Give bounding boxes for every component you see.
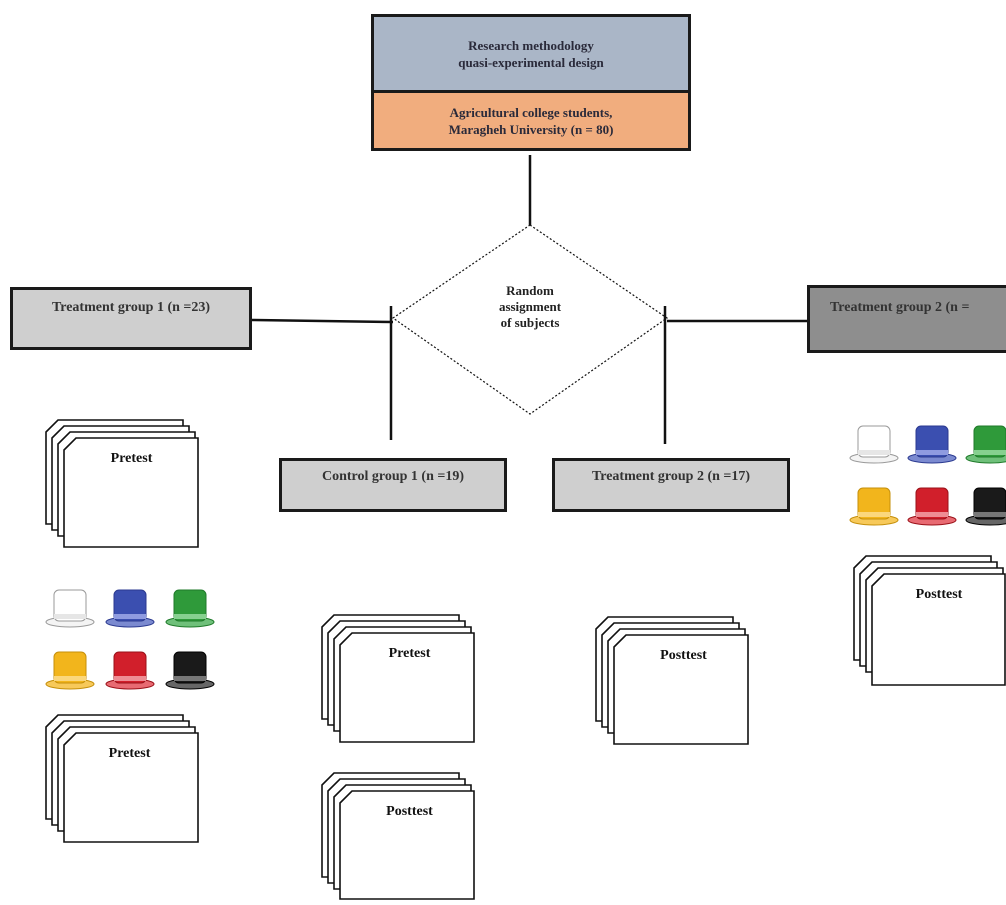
- posttest-stack-control: Posttest: [320, 771, 475, 900]
- white-hat-icon: [849, 425, 899, 464]
- posttest-stack-right: Posttest: [852, 554, 1006, 686]
- methodology-box: Research methodology quasi-experimental …: [371, 14, 691, 151]
- green-hat-icon: [165, 589, 215, 628]
- posttest-label: Posttest: [386, 804, 433, 819]
- pretest-stack-left-bottom: Pretest: [44, 713, 199, 844]
- decision-line3: of subjects: [500, 315, 560, 330]
- document-stack-icon: [45, 714, 199, 843]
- random-assignment-diamond: [391, 224, 669, 415]
- pretest-label: Pretest: [108, 746, 151, 761]
- control-group-1-box: Control group 1 (n =19): [279, 458, 507, 512]
- red-hat-icon: [105, 651, 155, 690]
- black-hat-icon: [165, 651, 215, 690]
- population-line2: Maragheh University (n = 80): [448, 121, 614, 137]
- treatment-group-2-box-mid: Treatment group 2 (n =17): [552, 458, 790, 512]
- decision-label: Random assignment of subjects: [460, 283, 600, 331]
- treatment-group-1-label: Treatment group 1 (n =23): [51, 300, 211, 315]
- six-hats-right: [849, 425, 1006, 526]
- blue-hat-icon: [907, 425, 957, 464]
- treatment-group-1-box: Treatment group 1 (n =23): [10, 287, 252, 350]
- pretest-label: Pretest: [110, 451, 153, 466]
- pretest-stack-control: Pretest: [320, 613, 475, 744]
- treatment-group-2-box-top: Treatment group 2 (n =: [807, 285, 1006, 353]
- posttest-label: Posttest: [660, 648, 707, 663]
- white-hat-icon: [45, 589, 95, 628]
- decision-line1: Random: [506, 283, 554, 298]
- posttest-label: Posttest: [915, 587, 963, 602]
- six-hats-left: [45, 589, 215, 690]
- methodology-section: Research methodology quasi-experimental …: [374, 17, 688, 93]
- left-connector: [251, 318, 394, 324]
- yellow-hat-icon: [849, 487, 899, 526]
- pretest-stack-left-top: Pretest: [44, 418, 199, 549]
- pretest-label: Pretest: [388, 646, 431, 661]
- control-group-1-label: Control group 1 (n =19): [321, 469, 465, 484]
- red-hat-icon: [907, 487, 957, 526]
- decision-line2: assignment: [498, 299, 562, 314]
- posttest-stack-mid: Posttest: [594, 615, 749, 746]
- document-stack-icon: [45, 419, 199, 548]
- population-line1: Agricultural college students,: [449, 104, 613, 120]
- methodology-line2: quasi-experimental design: [458, 54, 604, 70]
- green-hat-icon: [965, 425, 1006, 464]
- document-stack-icon: [595, 616, 749, 745]
- methodology-line1: Research methodology: [468, 37, 594, 53]
- black-hat-icon: [965, 487, 1006, 526]
- document-stack-icon: [321, 614, 475, 743]
- document-stack-icon: [853, 555, 1006, 686]
- treatment-group-2-top-label: Treatment group 2 (n =: [830, 300, 970, 315]
- yellow-hat-icon: [45, 651, 95, 690]
- population-section: Agricultural college students, Maragheh …: [374, 93, 688, 148]
- document-stack-icon: [321, 772, 475, 900]
- blue-hat-icon: [105, 589, 155, 628]
- treatment-group-2-mid-label: Treatment group 2 (n =17): [591, 469, 751, 484]
